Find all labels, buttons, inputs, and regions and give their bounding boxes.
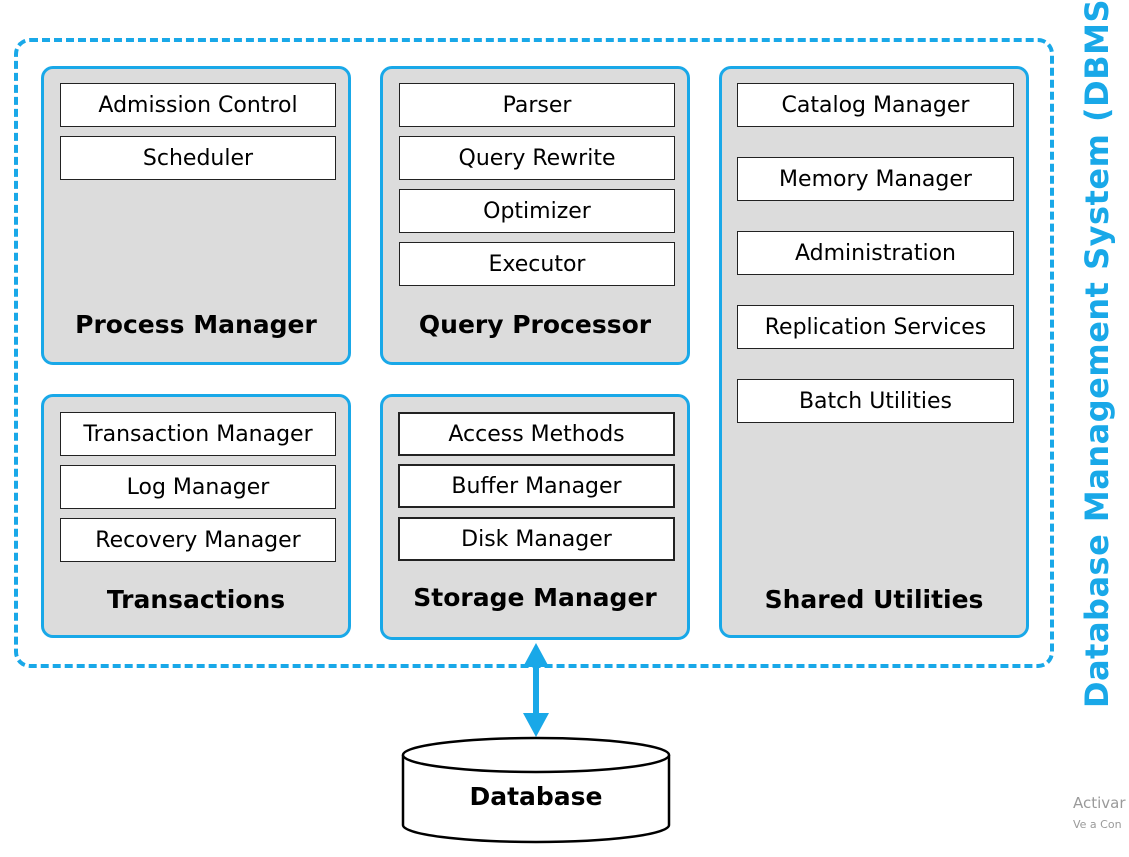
component-box: Replication Services — [737, 305, 1014, 349]
component-box: Access Methods — [398, 412, 675, 456]
component-box: Admission Control — [60, 83, 336, 127]
query-processor-panel: Parser Query Rewrite Optimizer Executor … — [380, 66, 690, 365]
database-label: Database — [469, 782, 603, 811]
transactions-panel: Transaction Manager Log Manager Recovery… — [41, 394, 351, 638]
component-box: Catalog Manager — [737, 83, 1014, 127]
panel-title: Transactions — [106, 585, 286, 614]
component-box: Memory Manager — [737, 157, 1014, 201]
panel-title: Process Manager — [75, 310, 317, 339]
panel-title: Storage Manager — [413, 583, 657, 612]
watermark-line1: Activar — [1073, 794, 1126, 812]
storage-manager-panel: Access Methods Buffer Manager Disk Manag… — [380, 394, 690, 640]
panel-title: Shared Utilities — [764, 585, 984, 614]
database-cylinder — [401, 736, 671, 844]
component-box: Log Manager — [60, 465, 336, 509]
component-box: Executor — [399, 242, 675, 286]
component-box: Parser — [399, 83, 675, 127]
component-box: Query Rewrite — [399, 136, 675, 180]
component-box: Buffer Manager — [398, 464, 675, 508]
component-box: Batch Utilities — [737, 379, 1014, 423]
component-box: Disk Manager — [398, 517, 675, 561]
component-box: Recovery Manager — [60, 518, 336, 562]
component-box: Optimizer — [399, 189, 675, 233]
component-box: Transaction Manager — [60, 412, 336, 456]
component-box: Administration — [737, 231, 1014, 275]
component-box: Scheduler — [60, 136, 336, 180]
shared-utilities-panel: Catalog Manager Memory Manager Administr… — [719, 66, 1029, 638]
panel-title: Query Processor — [418, 310, 652, 339]
bidirectional-arrow — [523, 643, 549, 737]
process-manager-panel: Admission Control Scheduler Process Mana… — [41, 66, 351, 365]
watermark-line2: Ve a Con — [1073, 818, 1122, 831]
